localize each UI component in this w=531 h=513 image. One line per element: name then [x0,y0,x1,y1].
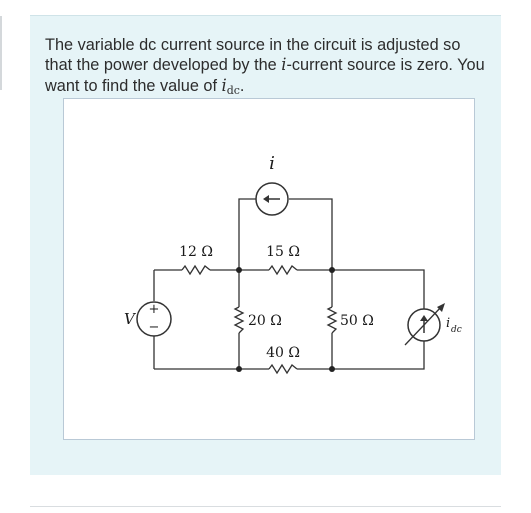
resistors [181,264,338,375]
label-15-ohm: 15 Ω [266,244,300,260]
label-12-ohm: 12 Ω [179,244,213,260]
minus-sign: − [149,320,160,335]
circuit-wires [153,198,425,370]
resistor-15-ohm [268,264,298,276]
label-20-ohm: 20 Ω [248,313,282,329]
label-40-ohm: 40 Ω [266,345,300,361]
wire-top-right [289,198,333,270]
resistor-20-ohm [233,306,245,334]
label-50-ohm: 50 Ω [340,313,374,329]
node [236,267,242,273]
circuit-figure: + − i 12 Ω 15 Ω 20 Ω 50 Ω [63,98,475,440]
wire-right-top [332,269,425,309]
node [236,366,242,372]
label-idc: i [446,316,450,331]
question-card: The variable dc current source in the ci… [30,15,501,475]
resistor-50-ohm [326,306,338,334]
plus-sign: + [149,302,160,317]
wire-top-left [238,198,256,270]
resistor-12-ohm [181,264,211,276]
question-text-part: . [239,76,245,95]
question-text-part: The variable dc current source in the ci… [45,36,461,75]
left-divider [0,16,2,90]
question-text: The variable dc current source in the ci… [45,36,490,100]
bottom-divider [30,506,501,507]
circuit-diagram: + − i 12 Ω 15 Ω 20 Ω 50 Ω [124,153,462,375]
question-text-part: -current source is zero. You want to fin… [45,56,485,95]
current-source-i [255,182,289,216]
variable-idc-subscript: dc [226,83,240,97]
voltage-source [136,301,172,337]
label-v: V [124,310,137,328]
resistor-40-ohm [268,363,298,375]
node [329,366,335,372]
label-i: i [269,153,275,174]
circuit-nodes [236,267,335,372]
node [329,267,335,273]
variable-idc: i [221,75,227,95]
label-idc-subscript: dc [451,325,462,335]
wire-right-bottom [332,341,425,370]
variable-i: i [281,55,287,75]
current-source-idc [404,303,445,346]
